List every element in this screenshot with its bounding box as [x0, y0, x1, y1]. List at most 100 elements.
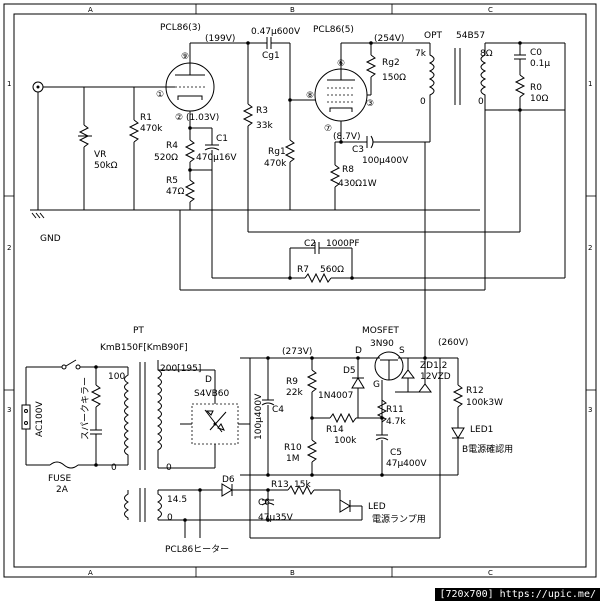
- c4-name: C4: [272, 405, 284, 415]
- rg1-name: Rg1: [268, 147, 286, 157]
- tube-v1-plate-voltage: (199V): [205, 34, 235, 44]
- r9-name: R9: [286, 377, 298, 387]
- c6-name: C6: [258, 498, 270, 508]
- r11-value: 4.7k: [386, 417, 406, 427]
- r0-name: R0: [530, 83, 542, 93]
- vr-name: VR: [94, 150, 106, 160]
- c1-value: 470μ16V: [196, 153, 237, 163]
- input-wiring: [30, 81, 480, 219]
- c3-value: 100μ400V: [362, 156, 409, 166]
- r12-name: R12: [466, 386, 484, 396]
- c3-name: C3: [352, 145, 364, 155]
- r12-value: 100k3W: [466, 398, 503, 408]
- vr-value: 50kΩ: [94, 161, 118, 171]
- tube-v2-pin-screen: ③: [366, 99, 374, 109]
- v2-network: [329, 41, 430, 210]
- output-transformer: [428, 42, 565, 142]
- spark-killer-label: スパークキラー: [80, 377, 91, 440]
- c6-value: 47μ35V: [258, 513, 294, 523]
- c0-value: 0.1μ: [530, 59, 550, 69]
- r1-name: R1: [140, 113, 152, 123]
- r13-value: 15k: [294, 480, 311, 490]
- r8-name: R8: [342, 165, 354, 175]
- opt-secondary-zero: 0: [478, 97, 484, 107]
- r8-value: 430Ω1W: [338, 179, 377, 189]
- col-label-a: A: [88, 6, 93, 14]
- row-label-2: 2: [7, 244, 11, 252]
- v1-cathode-network: [184, 111, 220, 210]
- ac-label: AC100V: [35, 401, 45, 437]
- rg2-value: 150Ω: [382, 73, 406, 83]
- ac-input: [21, 359, 128, 469]
- r5-value: 47Ω: [166, 187, 184, 197]
- b-plus-input-voltage: (273V): [282, 347, 312, 357]
- r1-value: 470k: [140, 124, 163, 134]
- mosfet-source: S: [399, 346, 405, 356]
- power-transformer: [124, 360, 162, 522]
- col-label-c: C: [488, 6, 493, 14]
- r7-value: 560Ω: [320, 265, 344, 275]
- heater-supply: [158, 475, 441, 539]
- mosfet-model: 3N90: [370, 339, 394, 349]
- d-name: D: [205, 375, 212, 385]
- r3-name: R3: [256, 106, 268, 116]
- rg1-value: 470k: [264, 159, 287, 169]
- fuse-value: 2A: [56, 485, 69, 495]
- tube-v1-pin-grid: ①: [156, 90, 164, 100]
- frame-border: [3, 3, 597, 578]
- tube-v1-pin-cathode: ②: [175, 113, 183, 123]
- r0-value: 10Ω: [530, 94, 548, 104]
- tube-v1-cathode-voltage: (1.03V): [186, 113, 219, 123]
- bridge-rectifier: [158, 358, 251, 475]
- r9-value: 22k: [286, 388, 303, 398]
- opt-model: 54B57: [456, 31, 485, 41]
- zd-name: ZD1,2: [420, 361, 447, 371]
- rg2-name: Rg2: [382, 58, 400, 68]
- r10-value: 1M: [286, 454, 300, 464]
- row-label-3: 3: [7, 406, 11, 414]
- led2-name: LED: [368, 502, 386, 512]
- zobel-network: [514, 41, 526, 112]
- r7-name: R7: [297, 265, 309, 275]
- row-label-1: 1: [7, 80, 11, 88]
- zd-value: 12VZD: [420, 372, 451, 382]
- fuse-name: FUSE: [48, 474, 71, 484]
- d5-label: D5: [343, 366, 356, 376]
- col-label-b: B: [290, 6, 295, 14]
- c2-name: C2: [304, 239, 316, 249]
- diode-1n4007: 1N4007: [318, 391, 353, 401]
- c2-value: 1000PF: [326, 239, 360, 249]
- c5-name: C5: [390, 448, 402, 458]
- b-plus-output-voltage: (260V): [438, 338, 468, 348]
- cg1-value: 0.47μ600V: [251, 27, 301, 37]
- c4-value: 100μ400V: [254, 393, 264, 440]
- r13-name: R13: [271, 480, 289, 490]
- c5-value: 47μ400V: [386, 459, 427, 469]
- mosfet-name: MOSFET: [362, 326, 399, 336]
- row-label-3-right: 3: [588, 406, 592, 414]
- footer-watermark: [720x700] https://upic.me/: [435, 588, 600, 601]
- pt-tap-200: 200[195]: [160, 364, 201, 374]
- d-model: S4VB60: [194, 389, 229, 399]
- row-label-2-right: 2: [588, 244, 592, 252]
- pt-tap-100: 100: [108, 372, 125, 382]
- opt-primary-zero: 0: [420, 97, 426, 107]
- pt-name: PT: [133, 326, 144, 336]
- frame-inner: [13, 13, 587, 568]
- r3-value: 33k: [256, 121, 273, 131]
- r10-name: R10: [284, 443, 302, 453]
- r4-value: 520Ω: [154, 153, 178, 163]
- r14-value: 100k: [334, 436, 357, 446]
- opt-primary-imp: 7k: [415, 49, 427, 59]
- d6-label: D6: [222, 475, 235, 485]
- tube-v2-pin-cathode: ⑦: [324, 124, 332, 134]
- pt-model: KmB150F[KmB90F]: [100, 343, 188, 353]
- v1-plate-network: [189, 37, 315, 232]
- led2-desc: 電源ランプ用: [372, 514, 426, 525]
- tube-v2: [314, 68, 368, 122]
- b-plus-regulator: [240, 142, 465, 477]
- tube-v2-pin-grid: ⑧: [306, 91, 314, 101]
- tube-v2-cathode-voltage: (8.7V): [333, 132, 361, 142]
- tube-v1: [165, 62, 215, 112]
